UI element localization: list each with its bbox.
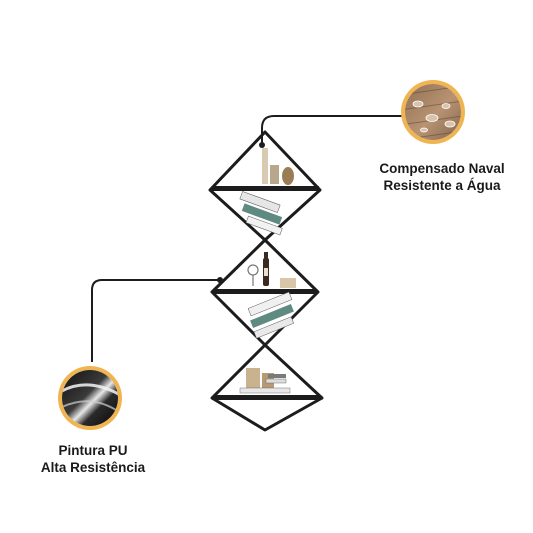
- caption-plywood: Compensado Naval Resistente a Água: [362, 160, 522, 194]
- shelf-boards: [212, 186, 321, 400]
- decor-items: [239, 148, 296, 394]
- caption-paint-line2: Alta Resistência: [40, 460, 146, 475]
- callout-line-plywood: [261, 115, 402, 145]
- callout-line-paint: [91, 279, 220, 362]
- callout-dot-plywood: [259, 142, 265, 148]
- caption-plywood-line2: Resistente a Água: [383, 178, 501, 193]
- caption-paint-line1: Pintura PU: [58, 443, 128, 458]
- water-drops-on-wood-icon: [401, 80, 465, 144]
- glossy-black-paint-icon: [58, 366, 122, 430]
- caption-paint: Pintura PU Alta Resistência: [18, 442, 168, 476]
- caption-plywood-line1: Compensado Naval: [379, 161, 505, 176]
